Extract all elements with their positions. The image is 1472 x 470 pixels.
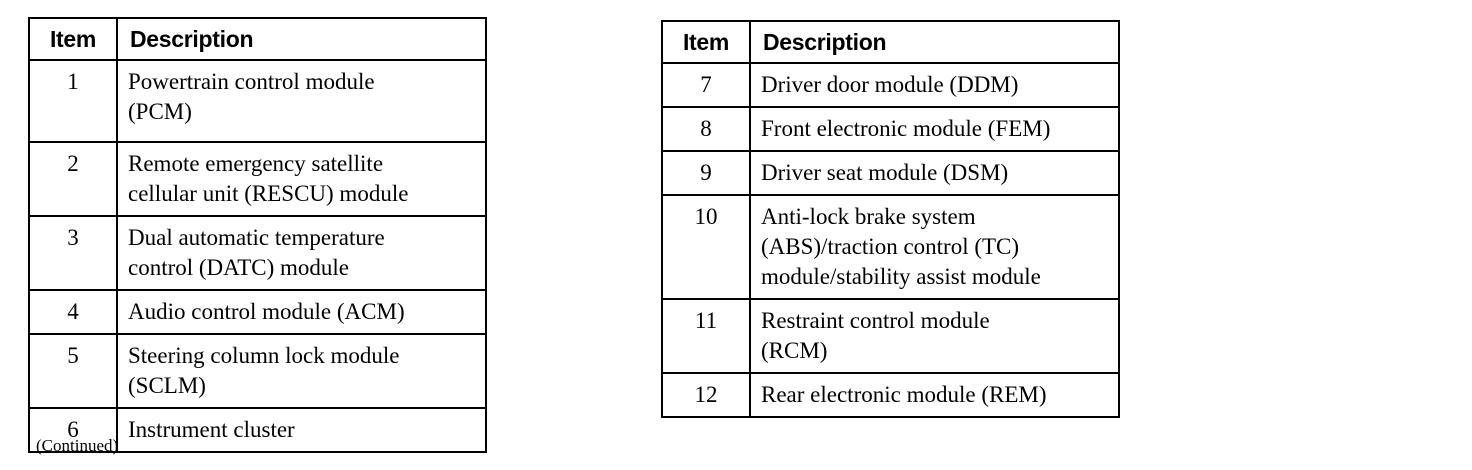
description-line: Restraint control module xyxy=(761,308,990,333)
description-line: control (DATC) module xyxy=(128,255,350,280)
description-line: Dual automatic temperature xyxy=(128,225,385,250)
item-description: Restraint control module (RCM) xyxy=(749,298,1120,374)
table-row: 4 Audio control module (ACM) xyxy=(28,289,487,335)
description-line: Powertrain control module xyxy=(128,69,375,94)
table-row: 6 Instrument cluster xyxy=(28,407,487,453)
description-line: (PCM) xyxy=(128,99,192,124)
item-number: 7 xyxy=(661,62,751,108)
description-line: Remote emergency satellite xyxy=(128,151,384,176)
description-line: (SCLM) xyxy=(128,373,206,398)
item-number: 11 xyxy=(661,298,751,374)
item-number: 9 xyxy=(661,150,751,196)
table-row: 12 Rear electronic module (REM) xyxy=(661,372,1120,418)
table-row: 7 Driver door module (DDM) xyxy=(661,62,1120,108)
item-description: Remote emergency satellite cellular unit … xyxy=(116,141,487,217)
table-row: 2 Remote emergency satellite cellular uni… xyxy=(28,141,487,217)
table-row: 5 Steering column lock module (SCLM) xyxy=(28,333,487,409)
description-line: (RCM) xyxy=(761,338,828,363)
item-description: Rear electronic module (REM) xyxy=(749,372,1120,418)
description-line: Steering column lock module xyxy=(128,343,400,368)
item-number: 1 xyxy=(28,59,118,143)
header-item: Item xyxy=(661,20,751,64)
table-row: 8 Front electronic module (FEM) xyxy=(661,106,1120,152)
description-line: module/stability assist module xyxy=(761,264,1041,289)
table-row: 9 Driver seat module (DSM) xyxy=(661,150,1120,196)
item-description: Driver door module (DDM) xyxy=(749,62,1120,108)
table-header-row: Item Description xyxy=(661,20,1120,64)
header-description: Description xyxy=(749,20,1120,64)
right-parts-table: Item Description 7 Driver door module (D… xyxy=(661,20,1120,418)
table-row: 1 Powertrain control module (PCM) xyxy=(28,59,487,143)
item-number: 2 xyxy=(28,141,118,217)
table-row: 3 Dual automatic temperature control (DAT… xyxy=(28,215,487,291)
item-description: Powertrain control module (PCM) xyxy=(116,59,487,143)
item-number: 10 xyxy=(661,194,751,300)
item-number: 3 xyxy=(28,215,118,291)
item-description: Driver seat module (DSM) xyxy=(749,150,1120,196)
continued-caption: (Continued) xyxy=(36,436,119,455)
item-description: Instrument cluster xyxy=(116,407,487,453)
description-line: Anti-lock brake system xyxy=(761,204,976,229)
item-number: 5 xyxy=(28,333,118,409)
table-row: 11 Restraint control module (RCM) xyxy=(661,298,1120,374)
item-number: 6 xyxy=(28,407,118,453)
header-description: Description xyxy=(116,17,487,61)
description-line: (ABS)/traction control (TC) xyxy=(761,234,1020,259)
item-description: Front electronic module (FEM) xyxy=(749,106,1120,152)
item-description: Anti-lock brake system (ABS)/traction con… xyxy=(749,194,1120,300)
item-description: Dual automatic temperature control (DATC)… xyxy=(116,215,487,291)
item-number: 4 xyxy=(28,289,118,335)
table-row: 10 Anti-lock brake system (ABS)/traction … xyxy=(661,194,1120,300)
header-item: Item xyxy=(28,17,118,61)
description-line: cellular unit (RESCU) module xyxy=(128,181,409,206)
item-description: Audio control module (ACM) xyxy=(116,289,487,335)
item-description: Steering column lock module (SCLM) xyxy=(116,333,487,409)
table-header-row: Item Description xyxy=(28,17,487,61)
left-parts-table: Item Description 1 Powertrain control mo… xyxy=(28,17,487,453)
item-number: 12 xyxy=(661,372,751,418)
item-number: 8 xyxy=(661,106,751,152)
